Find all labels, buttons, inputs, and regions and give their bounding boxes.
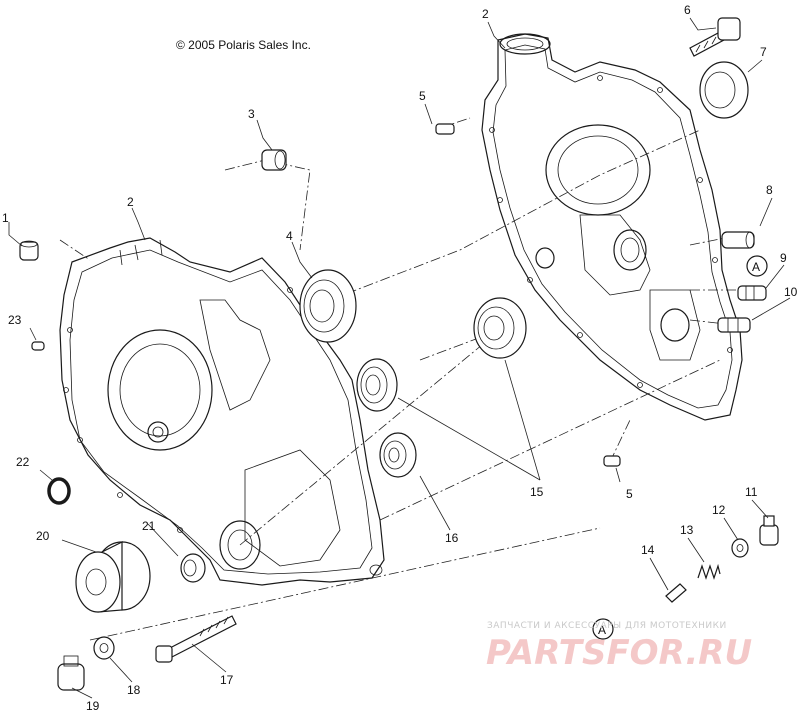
part-3-dowel [261, 149, 287, 171]
part-5-pin-lower [603, 455, 621, 467]
part-15-bearing-left [356, 358, 398, 412]
callout-22: 22 [16, 455, 30, 469]
watermark-logo: PARTSFOR.RU [486, 633, 752, 673]
callout-5-lower: 5 [626, 487, 633, 501]
part-19-drain-plug [57, 655, 85, 691]
callout-6: 6 [684, 3, 691, 17]
part-1-dowel [19, 240, 39, 261]
callout-16: 16 [445, 531, 459, 545]
part-22-o-ring [47, 477, 71, 505]
part-13-spring [697, 563, 721, 580]
part-20-cover [75, 541, 151, 613]
callout-21: 21 [142, 519, 156, 533]
callout-2-left: 2 [127, 195, 134, 209]
callout-20: 20 [36, 529, 50, 543]
callout-15: 15 [530, 485, 544, 499]
watermark-tagline: ЗАПЧАСТИ И АКСЕССУАРЫ ДЛЯ МОТОТЕХНИКИ [487, 621, 727, 631]
callout-numbers: 1 2 2 3 4 5 5 6 7 8 9 10 11 12 13 14 15 … [2, 3, 798, 713]
svg-text:A: A [598, 623, 606, 637]
part-5-pin-upper [435, 123, 455, 135]
crankcase-right-half [481, 33, 743, 421]
callout-5-upper: 5 [419, 89, 426, 103]
part-10-fitting [717, 317, 751, 333]
callout-8: 8 [766, 183, 773, 197]
reference-marker-upper: A [746, 255, 768, 277]
alignment-lines [59, 117, 741, 641]
callout-11: 11 [745, 485, 758, 499]
callout-14: 14 [641, 543, 655, 557]
callout-2-right: 2 [482, 7, 489, 21]
part-21-seal [180, 553, 206, 583]
callout-9: 9 [780, 251, 787, 265]
callout-10: 10 [784, 285, 798, 299]
part-4-bearing [299, 269, 357, 343]
callout-17: 17 [220, 673, 234, 687]
part-15-bearing-right [473, 297, 527, 359]
callout-13: 13 [680, 523, 694, 537]
part-7-seal [699, 61, 749, 119]
part-11-plug [759, 515, 779, 546]
crankcase-left-half [59, 237, 385, 586]
callout-12: 12 [712, 503, 726, 517]
copyright-text: © 2005 Polaris Sales Inc. [176, 38, 311, 52]
callout-18: 18 [127, 683, 141, 697]
callout-19: 19 [86, 699, 100, 713]
part-6-bolt [689, 17, 741, 57]
part-23-pin [31, 341, 45, 351]
leader-lines [8, 17, 791, 699]
reference-marker-lower: A [592, 618, 614, 640]
part-12-washer [731, 538, 749, 558]
part-18-washer [93, 636, 115, 660]
part-16-bearing [379, 432, 417, 478]
callout-3: 3 [248, 107, 255, 121]
callout-23: 23 [8, 313, 22, 327]
callout-7: 7 [760, 45, 767, 59]
part-8-dowel [721, 231, 755, 249]
part-14-plunger [665, 583, 687, 603]
callout-1: 1 [2, 211, 9, 225]
callout-4: 4 [286, 229, 293, 243]
watermark: ЗАПЧАСТИ И АКСЕССУАРЫ ДЛЯ МОТОТЕХНИКИ PA… [486, 621, 752, 673]
svg-text:A: A [752, 260, 760, 274]
part-17-bolt [155, 615, 237, 663]
part-9-fitting [737, 285, 767, 301]
